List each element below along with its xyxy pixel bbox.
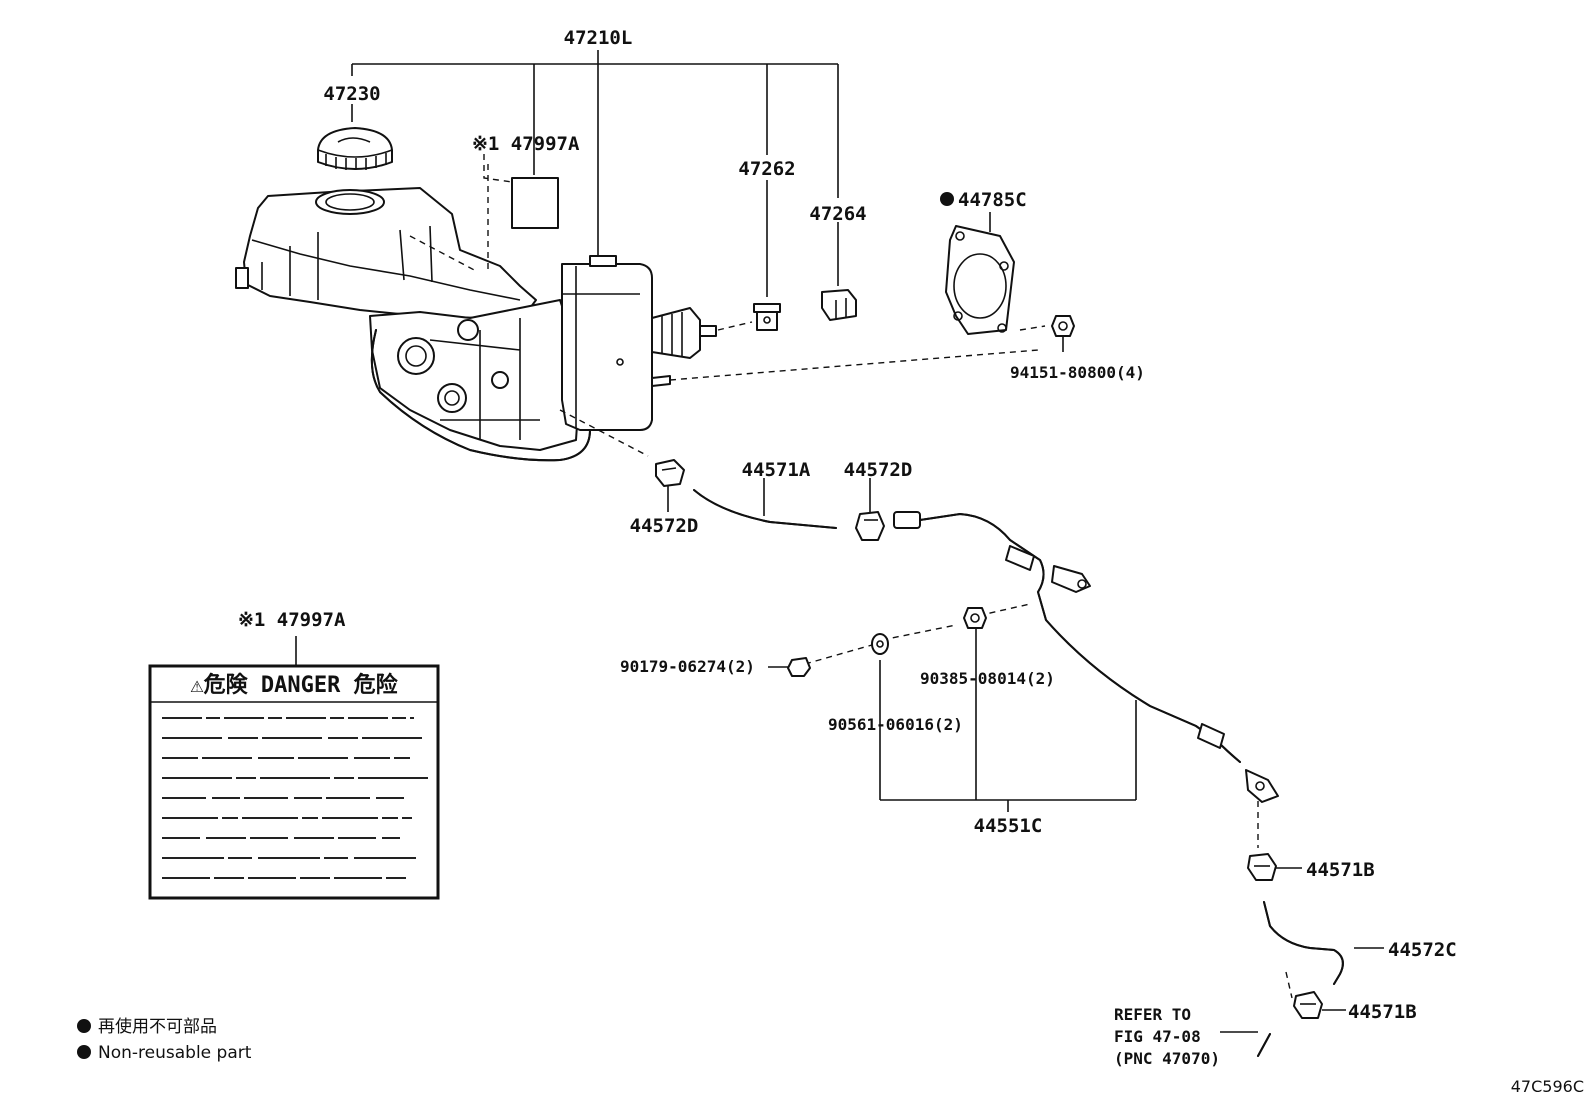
brake-pipe-44551c[interactable]	[893, 511, 1279, 803]
label-44572d-left: 44572D	[630, 515, 699, 537]
label-94151: 94151-80800(4)	[1010, 363, 1145, 382]
reservoir-cap[interactable]	[317, 127, 393, 170]
label-44572d-right: 44572D	[844, 459, 913, 481]
nut-90385[interactable]	[963, 607, 987, 629]
figure-id: 47C596C	[1511, 1077, 1584, 1096]
master-cylinder-assembly[interactable]	[235, 187, 717, 462]
assembly-guide-lines	[409, 164, 1293, 999]
label-44571b-upper: 44571B	[1306, 859, 1375, 881]
legend-bullet-icon	[77, 1019, 91, 1033]
legend-jp: 再使用不可部品	[98, 1016, 217, 1037]
hose-44571a[interactable]	[693, 478, 837, 529]
refer-line-3: (PNC 47070)	[1114, 1049, 1220, 1068]
gasket-44785c[interactable]	[945, 225, 1015, 335]
pipe-bracket-leader	[879, 628, 1137, 812]
label-44571a: 44571A	[742, 459, 811, 481]
washer-90561[interactable]	[871, 633, 889, 655]
label-90561: 90561-06016(2)	[828, 715, 963, 734]
warning-label-panel[interactable]	[148, 636, 440, 900]
label-44785c: 44785C	[958, 189, 1027, 211]
nut-94151[interactable]	[1051, 315, 1075, 352]
clip-44571b-lower[interactable]	[1293, 991, 1346, 1019]
warning-label-heading: ⚠危険 DANGER 危险	[190, 672, 398, 698]
refer-line-2: FIG 47-08	[1114, 1027, 1201, 1046]
label-47262: 47262	[738, 158, 795, 180]
label-text-lines	[162, 717, 428, 879]
legend-en: Non-reusable part	[98, 1043, 252, 1063]
refer-pipe-stub	[1220, 1031, 1271, 1057]
label-90385: 90385-08014(2)	[920, 669, 1055, 688]
clip-44572d-left[interactable]	[655, 459, 685, 512]
label-47997a-top: ※1 47997A	[472, 133, 580, 155]
label-47997a-mid: ※1 47997A	[238, 609, 346, 631]
hose-44572c[interactable]	[1263, 901, 1384, 985]
label-44571b-lower: 44571B	[1348, 1001, 1417, 1023]
label-47230: 47230	[323, 83, 380, 105]
label-44551c: 44551C	[974, 815, 1043, 837]
clip-44572d-right[interactable]	[855, 478, 885, 541]
assembly-bracket	[351, 50, 839, 297]
bracket-47264[interactable]	[821, 289, 857, 321]
grommet-47262[interactable]	[753, 303, 781, 331]
bolt-90179[interactable]	[768, 657, 811, 677]
legend-bullet-icon	[77, 1045, 91, 1059]
warning-label-sheet-small[interactable]	[483, 154, 559, 229]
non-reusable-marker-icon	[940, 192, 954, 206]
refer-line-1: REFER TO	[1114, 1005, 1191, 1024]
label-44572c: 44572C	[1388, 939, 1457, 961]
label-47264: 47264	[809, 203, 866, 225]
label-90179: 90179-06274(2)	[620, 657, 755, 676]
label-47210l: 47210L	[564, 27, 633, 49]
clip-44571b-upper[interactable]	[1247, 853, 1302, 881]
